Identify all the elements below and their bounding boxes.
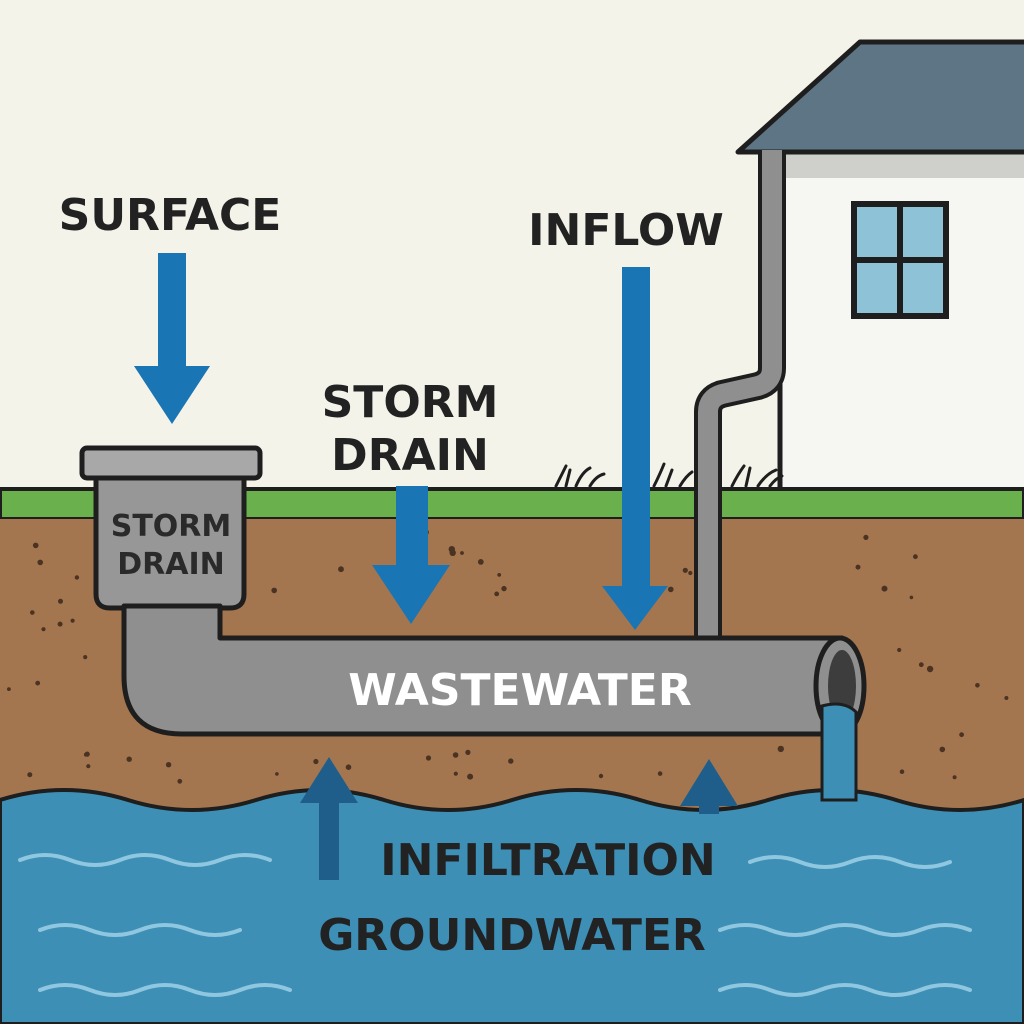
downspout-body	[698, 150, 782, 640]
soil-dot	[952, 775, 957, 780]
soil-dot	[657, 771, 663, 776]
soil-dot	[6, 687, 11, 691]
groundwater-ripples	[18, 853, 972, 997]
soil-dot	[855, 564, 861, 570]
soil-dot	[918, 662, 924, 668]
storm-drain-inlet-icon	[79, 445, 263, 611]
outflow-stream	[820, 702, 858, 802]
soil-dot	[494, 591, 500, 597]
soil-dot	[598, 773, 604, 779]
down-arrow-icon	[134, 253, 210, 424]
soil-dot	[74, 575, 80, 580]
soil-dot	[913, 554, 918, 560]
soil-dot	[338, 566, 344, 573]
soil-dot	[126, 756, 132, 762]
soil-dot	[83, 752, 88, 757]
inlet-label-line2: DRAIN	[117, 547, 225, 582]
soil-dot	[345, 764, 352, 770]
soil-dot	[37, 559, 43, 566]
soil-dot	[508, 758, 514, 764]
soil-dot	[926, 665, 934, 673]
soil-dot	[453, 771, 458, 776]
soil-dot	[1004, 696, 1009, 700]
down-arrow-icon	[602, 267, 668, 630]
groundwater-label: GROUNDWATER	[318, 910, 706, 961]
house-roof	[735, 39, 1024, 155]
soil-dot	[165, 762, 172, 768]
grass-tuft-icon	[554, 462, 784, 488]
surface-label: SURFACE	[59, 190, 282, 241]
soil-dot	[30, 610, 35, 615]
soil-dot	[58, 598, 63, 604]
soil-dot	[460, 551, 464, 555]
soil-dot	[86, 764, 91, 769]
inflow-label: INFLOW	[528, 205, 724, 256]
window	[851, 201, 949, 319]
groundwater	[0, 788, 1024, 1024]
soil-dot	[477, 559, 484, 565]
soil-dot	[497, 573, 502, 577]
infiltration-label: INFILTRATION	[380, 835, 716, 886]
soil-dot	[448, 546, 455, 553]
soil-dot	[70, 618, 75, 623]
soil-dot	[897, 647, 902, 653]
soil-dot	[899, 769, 905, 774]
soil-dot	[939, 746, 946, 753]
soil-dot	[909, 595, 914, 600]
soil-dot	[271, 587, 278, 594]
house-icon	[735, 39, 1024, 495]
soil-dot	[32, 542, 39, 549]
soil-dot	[275, 772, 279, 776]
soil-dot	[177, 778, 183, 784]
soil-dot	[863, 534, 869, 541]
soil-dot	[452, 752, 459, 758]
soil-dot	[57, 621, 63, 627]
soil-dot	[313, 758, 319, 765]
inlet-label-line1: STORM	[111, 509, 232, 544]
soil-dot	[501, 585, 507, 592]
soil-dot	[682, 567, 688, 573]
soil-dot	[83, 655, 88, 660]
up-arrow-icon	[680, 759, 738, 814]
house-eave-shadow	[782, 152, 1024, 178]
soil-dot	[35, 680, 41, 686]
storm-drain-label-line2: DRAIN	[331, 430, 489, 481]
soil-dot	[975, 683, 980, 688]
soil-dot	[668, 586, 674, 593]
soil-dot	[881, 585, 888, 592]
storm-drain-label-line1: STORM	[322, 377, 499, 428]
soil-dot	[467, 773, 474, 780]
soil-dot	[465, 749, 471, 756]
soil-dot	[425, 755, 432, 761]
up-arrow-icon	[300, 757, 358, 880]
soil-dot	[777, 745, 784, 753]
down-arrow-icon	[372, 486, 450, 624]
soil-dot	[688, 570, 693, 576]
soil-dot	[27, 772, 33, 778]
soil-dot	[959, 732, 964, 738]
wastewater-label: WASTEWATER	[348, 665, 692, 716]
soil-dot	[41, 627, 46, 632]
